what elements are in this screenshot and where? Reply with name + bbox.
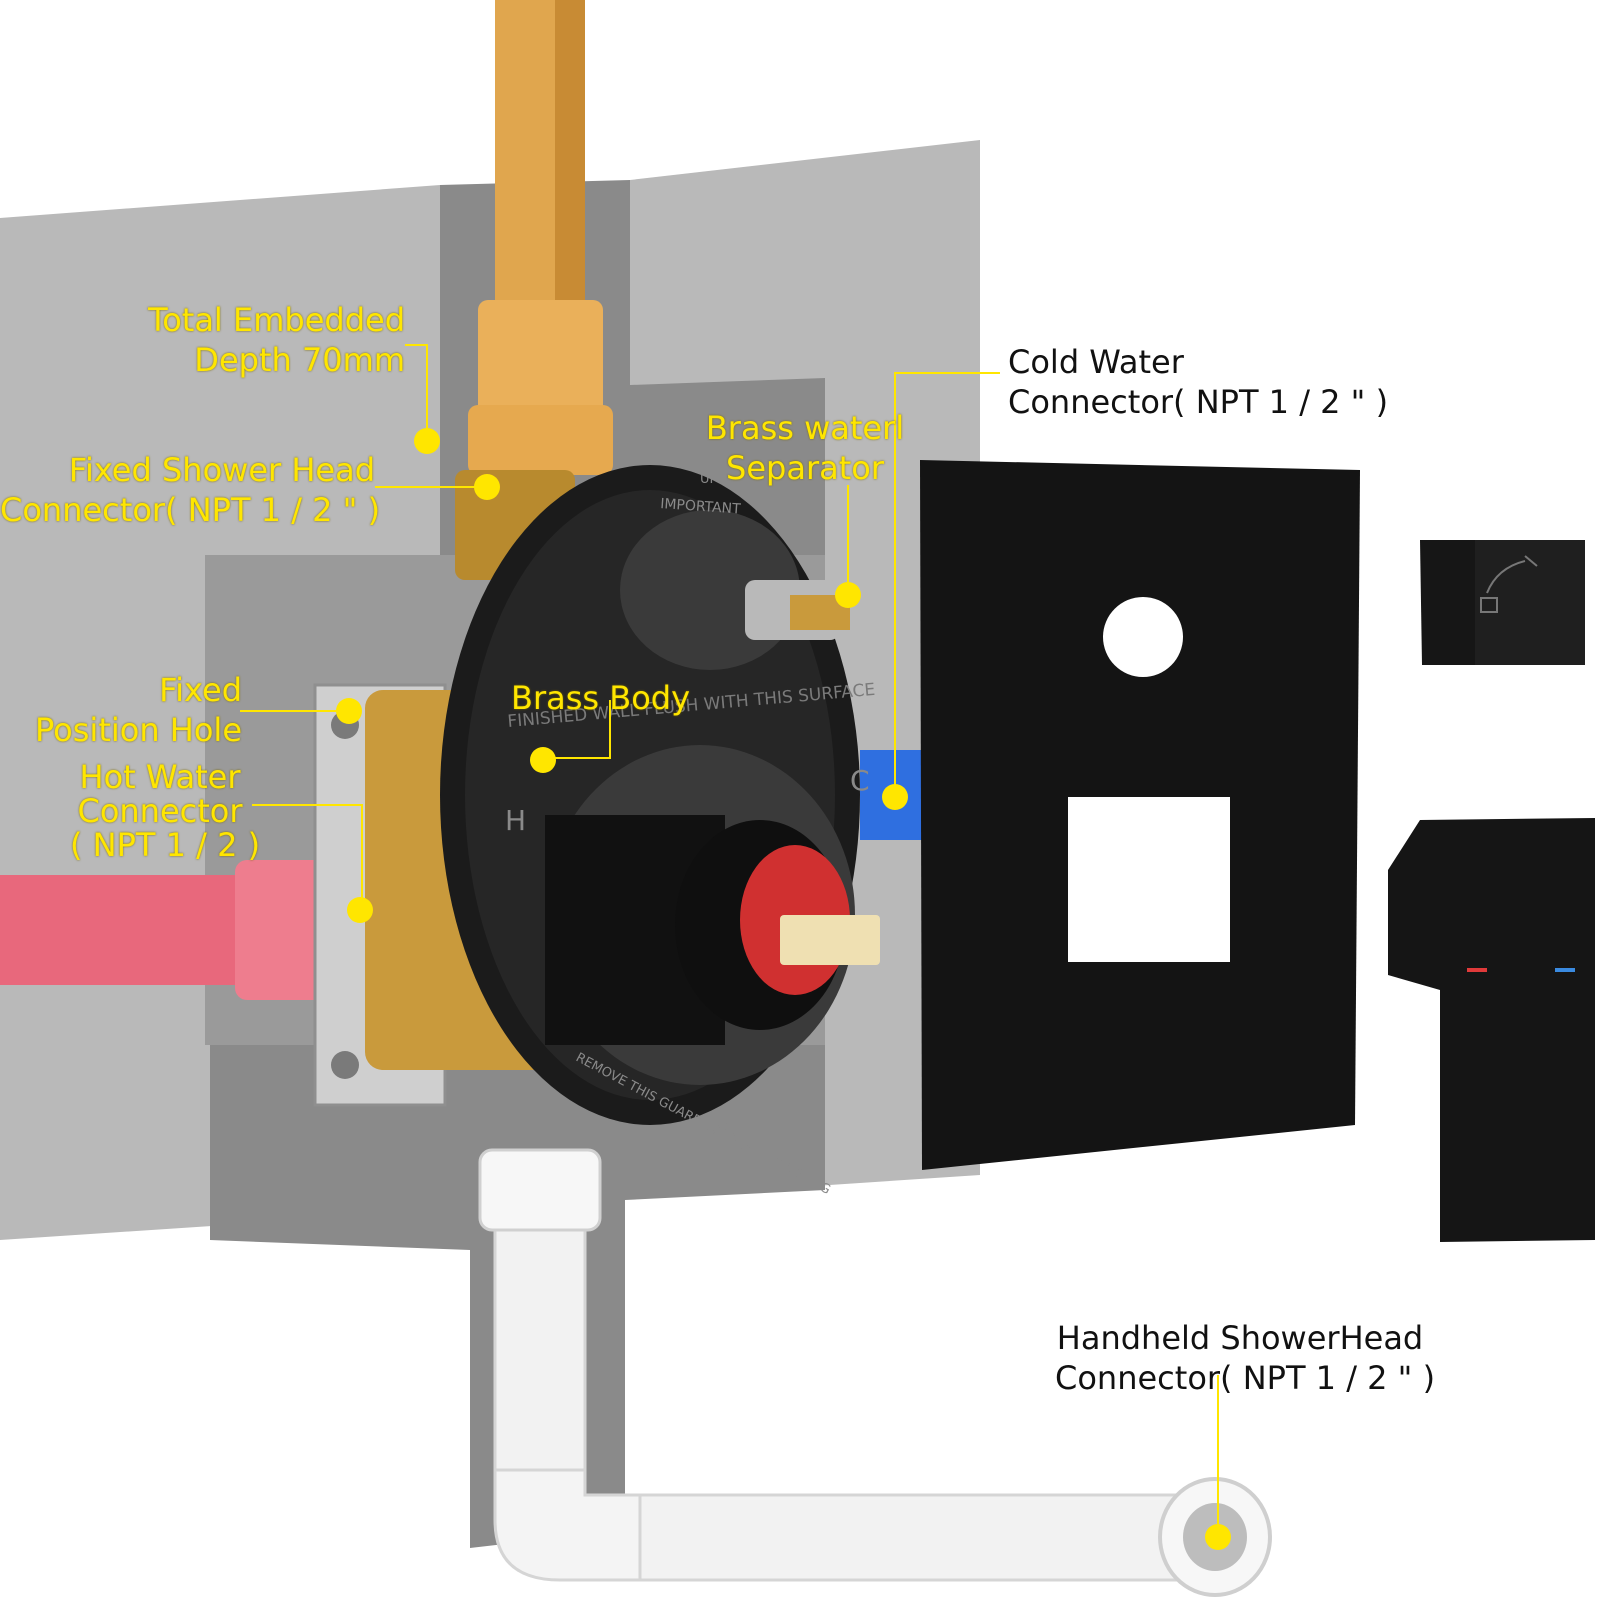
lever-handle [1388, 818, 1595, 1242]
valve-mark-up: UP [700, 472, 718, 487]
dot-cold-water [882, 784, 908, 810]
label-fixed-position-hole: Fixed Position Hole [35, 671, 242, 749]
trim-plate-handle-opening [1068, 797, 1230, 962]
supply-pipe-coupling [468, 405, 613, 475]
trim-plate-diverter-hole [1103, 597, 1183, 677]
callout-dots [336, 428, 1231, 1550]
lever-cold-mark [1555, 968, 1575, 972]
diverter-knob-face [1475, 540, 1585, 665]
diverter-shower-icon [1480, 555, 1538, 613]
handheld-pipe-coupling [478, 1148, 602, 1232]
dot-handheld [1205, 1524, 1231, 1550]
valve-mark-important: IMPORTANT [660, 496, 742, 518]
label-brass-separator: Brass waterl Separator [705, 409, 905, 487]
label-total-depth: Total Embedded Depth 70mm [148, 301, 405, 379]
bracket-hole-bottom [331, 1051, 359, 1079]
handheld-pipe-elbow [493, 1468, 652, 1582]
valve-mark-cold: C [850, 764, 870, 797]
dot-fixed-head [474, 474, 500, 500]
label-handheld-connector: Handheld ShowerHead Connector( NPT 1 / 2… [1055, 1319, 1436, 1397]
dot-fixed-hole [336, 698, 362, 724]
label-cold-water-connector: Cold Water Connector( NPT 1 / 2 " ) [1008, 343, 1389, 421]
valve-mark-down: DOWN [697, 1116, 740, 1131]
cartridge-stem [780, 915, 880, 965]
lever-hot-mark [1467, 968, 1487, 972]
supply-pipe-shade [555, 0, 585, 310]
supply-pipe-fitting [478, 300, 603, 415]
handheld-pipe-horizontal [638, 1493, 1192, 1582]
label-hot-water-connector: Hot Water Connector ( NPT 1 / 2 ) [70, 758, 260, 864]
dot-hot-water [347, 897, 373, 923]
valve-mark-hot: H [505, 804, 526, 837]
label-fixed-head-connector: Fixed Shower Head Connector( NPT 1 / 2 "… [0, 451, 381, 529]
dot-brass-body [530, 747, 556, 773]
label-brass-body: Brass Body [511, 679, 691, 717]
dot-brass-separator [835, 582, 861, 608]
dot-total-depth [414, 428, 440, 454]
callout-lines [240, 344, 1219, 1535]
